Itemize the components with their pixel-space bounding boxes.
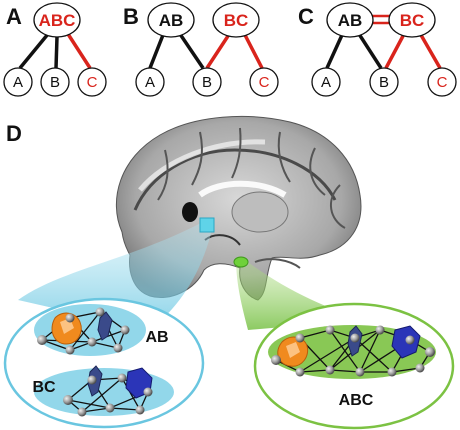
node-ab-label: AB — [159, 11, 184, 30]
node-c — [249, 67, 279, 97]
panel-c: C AB BC A B C — [298, 2, 457, 97]
node-a-label: A — [321, 74, 331, 91]
molecule-orange-abc — [277, 336, 309, 367]
edge-abc-a — [18, 32, 50, 70]
node-abc — [33, 2, 81, 38]
node-c-label: C — [87, 74, 98, 91]
node-bc — [212, 2, 260, 38]
node-bc-label: BC — [224, 11, 249, 30]
cluster-ab-label: AB — [145, 329, 168, 346]
edge-ab-b — [178, 33, 205, 69]
blue-roi-marker — [199, 217, 215, 233]
node-b-label: B — [50, 74, 60, 91]
panel-b-label: B — [123, 4, 139, 29]
node-a — [3, 67, 33, 97]
edge-abc-c — [66, 33, 92, 69]
node-bc — [388, 2, 436, 38]
node-c — [427, 67, 457, 97]
edge-ab-a — [148, 34, 165, 69]
node-abc-label: ABC — [39, 11, 76, 30]
edge-abc-b — [54, 36, 59, 69]
edge-bc-b — [205, 35, 230, 69]
cluster-bc-label: BC — [32, 379, 56, 396]
node-c-label: C — [437, 74, 448, 91]
node-c — [77, 67, 107, 97]
node-b-label: B — [379, 74, 389, 91]
panel-b: B AB BC A B C — [123, 2, 279, 97]
panel-c-label: C — [298, 4, 314, 29]
edge-ab-b — [357, 33, 383, 69]
edge-bc-c — [419, 34, 442, 69]
node-c-label: C — [259, 74, 270, 91]
panel-a-label: A — [6, 4, 22, 29]
cluster-abc-label: ABC — [339, 392, 374, 409]
node-b-label: B — [202, 74, 212, 91]
panel-a: A ABC A B C — [3, 2, 107, 97]
node-a — [311, 67, 341, 97]
node-a-label: A — [13, 74, 23, 91]
node-b — [369, 67, 399, 97]
node-ab — [147, 2, 195, 38]
node-a — [135, 67, 165, 97]
molecule-orange-ab — [51, 312, 82, 345]
network-nodes-left — [37, 307, 153, 417]
panel-d-label: D — [6, 121, 22, 146]
node-ab — [326, 2, 374, 38]
node-b — [192, 67, 222, 97]
network-nodes-right — [271, 325, 435, 377]
molecule-darkblue-ab — [97, 311, 113, 341]
edge-bc-b — [384, 35, 405, 69]
green-roi-marker — [233, 256, 249, 268]
node-b — [40, 67, 70, 97]
node-bc-label: BC — [400, 11, 425, 30]
panel-d: D — [3, 115, 455, 430]
node-ab-label: AB — [338, 11, 363, 30]
node-a-label: A — [145, 74, 155, 91]
edge-bc-c — [243, 34, 264, 69]
edge-ab-a — [325, 34, 344, 69]
